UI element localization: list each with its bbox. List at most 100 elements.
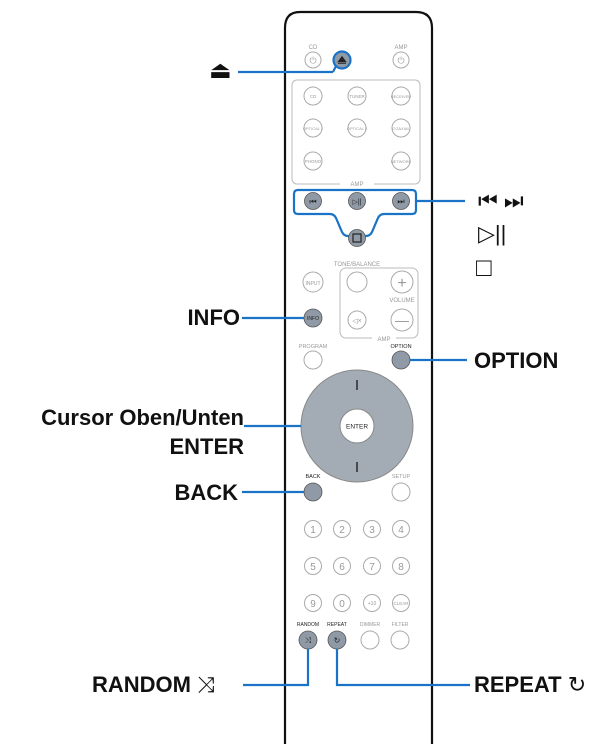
cursor-callout-line1: Cursor Oben/Unten [41, 405, 244, 430]
cd-power-button[interactable]: ⏻ [304, 51, 322, 69]
source-button-coaxial[interactable]: COAXIAL [391, 118, 411, 138]
skip-back-button[interactable]: ⏮ [304, 192, 322, 210]
svg-text:INPUT: INPUT [306, 281, 321, 287]
back-button[interactable] [303, 482, 323, 502]
eject-callout: ⏏ [209, 57, 232, 84]
source-button-cd[interactable]: CD [303, 86, 323, 106]
repeat-icon: ↻ [561, 672, 587, 697]
source-group-label: AMP [350, 182, 363, 188]
repeat-icon: ↻ [334, 636, 341, 645]
dimmer-button[interactable] [360, 630, 380, 650]
plus-icon: + [397, 275, 406, 292]
dimmer-label: DIMMER [360, 622, 381, 628]
number-key-5[interactable]: 5 [304, 557, 322, 575]
repeat-callout-label: REPEAT [474, 672, 562, 697]
option-button[interactable] [391, 350, 411, 370]
info-button[interactable]: INFO [303, 308, 323, 328]
svg-text:TUNER: TUNER [349, 94, 365, 99]
stop-button[interactable] [348, 229, 366, 247]
input-button[interactable]: INPUT [302, 271, 324, 293]
skip-callout: ⏮ ⏭ [478, 188, 524, 213]
tone-balance-button[interactable] [346, 271, 368, 293]
svg-text:ENTER: ENTER [346, 424, 368, 431]
number-key-0[interactable]: 0 [333, 594, 351, 612]
svg-text:INFO: INFO [307, 316, 319, 322]
source-button-tuner[interactable]: TUNER [347, 86, 367, 106]
source-button-optical1[interactable]: OPTICAL 1 [303, 118, 324, 138]
svg-text:4: 4 [398, 525, 404, 536]
number-key-plus10[interactable]: +10 [363, 594, 381, 612]
svg-text:OPTICAL 1: OPTICAL 1 [303, 126, 324, 131]
stop-callout: □ [476, 252, 492, 282]
filter-label: FILTER [392, 622, 409, 628]
mute-icon: ◁× [352, 318, 361, 325]
enter-button[interactable]: ENTER [339, 408, 375, 444]
shuffle-icon: ⤨ [191, 672, 215, 697]
clear-button[interactable]: CLEAR [392, 594, 410, 612]
svg-text:5: 5 [310, 562, 316, 573]
svg-text:CD: CD [310, 94, 317, 99]
program-button[interactable] [303, 350, 323, 370]
skip-forward-icon: ⏭ [397, 197, 404, 206]
svg-text:0: 0 [339, 599, 345, 610]
repeat-button[interactable]: ↻ [327, 630, 347, 650]
play-pause-button[interactable]: ▷|| [348, 192, 366, 210]
cursor-callout-line2: ENTER [169, 434, 244, 459]
number-key-6[interactable]: 6 [333, 557, 351, 575]
number-key-3[interactable]: 3 [363, 520, 381, 538]
eject-icon [337, 55, 347, 64]
repeat-callout: REPEAT ↻ [474, 672, 586, 698]
volume-down-button[interactable]: — [390, 308, 414, 332]
number-key-2[interactable]: 2 [333, 520, 351, 538]
minus-icon: — [395, 312, 409, 328]
source-button-optical2[interactable]: OPTICAL 2 [347, 118, 368, 138]
source-button-receiver[interactable]: RECEIVER [391, 86, 412, 106]
cd-label: CD [309, 45, 318, 51]
filter-button[interactable] [390, 630, 410, 650]
program-label: PROGRAM [299, 344, 328, 350]
option-key-label: OPTION [390, 344, 411, 350]
svg-text:NETWORK: NETWORK [391, 159, 412, 164]
svg-text:+10: +10 [368, 601, 377, 607]
back-callout: BACK [174, 480, 238, 505]
source-button-network[interactable]: NETWORK [391, 151, 412, 171]
random-callout: RANDOM ⤨ [92, 672, 215, 698]
back-key-label: BACK [306, 474, 321, 480]
svg-text:2: 2 [339, 525, 345, 536]
svg-text:7: 7 [369, 562, 375, 573]
skip-back-icon: ⏮ [309, 197, 316, 206]
power-icon: ⏻ [309, 56, 316, 66]
amp-group-label: AMP [377, 337, 390, 343]
volume-label: VOLUME [389, 298, 414, 304]
stop-icon [352, 233, 362, 243]
setup-button[interactable] [391, 482, 411, 502]
number-key-8[interactable]: 8 [392, 557, 410, 575]
svg-text:COAXIAL: COAXIAL [392, 126, 410, 131]
play-pause-icon: ▷|| [352, 199, 361, 206]
number-key-9[interactable]: 9 [304, 594, 322, 612]
setup-label: SETUP [392, 474, 411, 480]
svg-text:9: 9 [310, 599, 316, 610]
source-button-phono[interactable]: PHONO [303, 151, 323, 171]
option-callout: OPTION [474, 348, 559, 373]
volume-up-button[interactable]: + [390, 270, 414, 294]
random-button[interactable]: ⤨ [298, 630, 318, 650]
amp-label: AMP [394, 45, 407, 51]
transport-group [292, 188, 418, 238]
skip-forward-button[interactable]: ⏭ [392, 192, 410, 210]
leader-lines [238, 65, 470, 687]
random-callout-label: RANDOM [92, 672, 191, 697]
repeat-key-label: REPEAT [327, 622, 347, 628]
mute-button[interactable]: ◁× [347, 310, 367, 330]
number-key-4[interactable]: 4 [392, 520, 410, 538]
number-key-7[interactable]: 7 [363, 557, 381, 575]
svg-text:1: 1 [310, 525, 316, 536]
random-key-label: RANDOM [297, 622, 319, 628]
number-key-1[interactable]: 1 [304, 520, 322, 538]
eject-button[interactable] [332, 50, 352, 70]
amp-power-button[interactable]: ⏻ [392, 51, 410, 69]
svg-text:6: 6 [339, 562, 345, 573]
svg-text:3: 3 [369, 525, 375, 536]
info-callout: INFO [187, 305, 240, 330]
